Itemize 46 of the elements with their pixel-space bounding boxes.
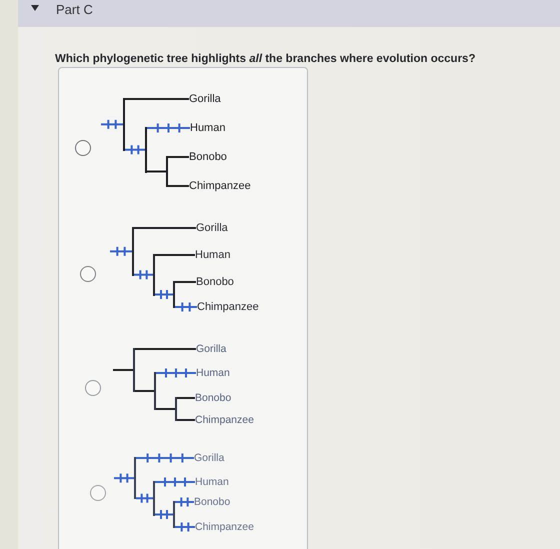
branch-line [101, 123, 123, 126]
branch-line [125, 98, 189, 100]
species-label: Human [195, 248, 230, 262]
species-label: Gorilla [196, 221, 228, 235]
branch-line [135, 390, 154, 392]
species-label: Chimpanzee [197, 300, 259, 314]
branch-line [135, 348, 196, 350]
branch-line [134, 227, 196, 229]
branch-line [156, 408, 175, 410]
branch-line [177, 397, 195, 399]
branch-line [175, 526, 195, 528]
branch-line [168, 185, 189, 187]
branch-line [156, 372, 196, 374]
branch-line [110, 250, 132, 252]
species-label: Chimpanzee [195, 413, 254, 427]
branch-line [134, 274, 153, 276]
branch-line [168, 156, 189, 158]
branch-line [177, 419, 195, 421]
species-label: Bonobo [189, 150, 227, 164]
species-label: Gorilla [189, 92, 221, 106]
question-text: Which phylogenetic tree highlights all the branches where evolution occurs? [55, 52, 476, 67]
branch-line [114, 477, 134, 480]
branch-line [113, 369, 133, 371]
species-label: Bonobo [194, 495, 230, 509]
branch-line [175, 281, 196, 283]
branch-line [147, 127, 190, 129]
branch-line [147, 170, 166, 172]
branch-line [125, 148, 145, 151]
species-label: Bonobo [195, 391, 232, 405]
species-label: Human [195, 475, 229, 489]
branch-line [136, 497, 153, 500]
branch-line [155, 481, 195, 483]
species-label: Human [196, 366, 230, 380]
species-label: Chimpanzee [195, 520, 254, 534]
species-label: Bonobo [196, 275, 234, 289]
species-label: Gorilla [196, 342, 226, 356]
branch-line [136, 457, 194, 459]
branch-line [175, 501, 194, 503]
species-label: Human [190, 121, 226, 135]
species-label: Chimpanzee [189, 179, 251, 193]
species-label: Gorilla [194, 451, 224, 465]
branch-line [155, 514, 173, 516]
branch-line [155, 294, 173, 296]
section-title: Part C [56, 2, 93, 18]
branch-line [175, 306, 197, 308]
branch-line [155, 254, 195, 256]
